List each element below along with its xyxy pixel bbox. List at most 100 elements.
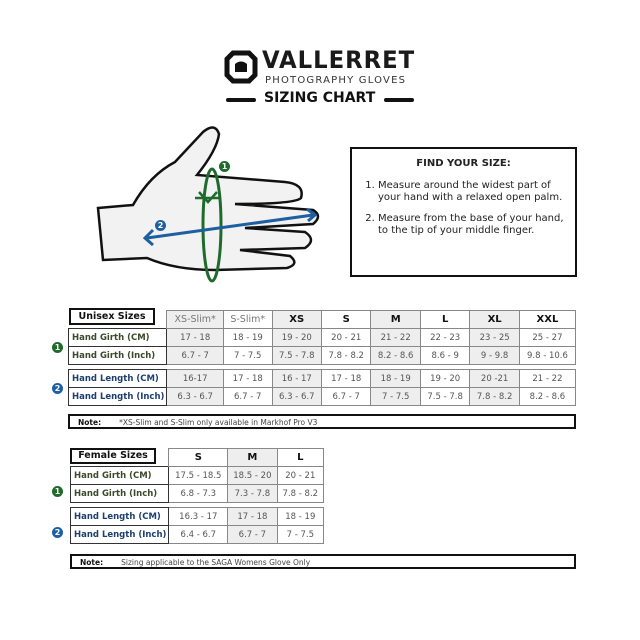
instructions-box: FIND YOUR SIZE: Measure around the wides… — [350, 147, 577, 277]
size-header: XS — [271, 310, 322, 329]
size-header: S — [320, 310, 372, 329]
length-badge: 2 — [52, 527, 63, 538]
size-header: M — [370, 310, 421, 329]
row-label: Hand Length (CM) — [69, 507, 170, 526]
row-label: Hand Length (Inch) — [67, 387, 168, 406]
size-cell: 21 - 22 — [370, 328, 421, 347]
girth-badge: 1 — [52, 486, 63, 497]
size-cell: 17 - 18 — [227, 507, 278, 526]
female-note: Note: Sizing applicable to the SAGA Women… — [70, 554, 576, 569]
size-cell: 18 - 19 — [276, 507, 325, 526]
size-cell: 7.5 - 7.8 — [271, 346, 322, 365]
length-badge: 2 — [155, 220, 166, 231]
size-cell: 7 - 7.5 — [370, 387, 421, 406]
size-cell: 6.3 - 6.7 — [166, 387, 224, 406]
size-cell: 17 - 18 — [166, 328, 224, 347]
size-cell: 22 - 23 — [419, 328, 471, 347]
size-cell: 7.5 - 7.8 — [419, 387, 471, 406]
size-cell: 20 - 21 — [276, 466, 325, 485]
size-cell: 6.3 - 6.7 — [271, 387, 322, 406]
size-cell: 18.5 - 20 — [227, 466, 278, 485]
size-cell: 16.3 - 17 — [168, 507, 229, 526]
note-label: Note: — [80, 558, 104, 567]
size-cell: 6.4 - 6.7 — [168, 525, 229, 544]
instruction-step: Measure around the widest part of your h… — [378, 180, 565, 204]
row-label: Hand Length (Inch) — [69, 525, 170, 544]
row-label: Hand Length (CM) — [67, 369, 168, 388]
brand-name: VALLERRET — [262, 46, 416, 74]
note-label: Note: — [78, 418, 102, 427]
size-cell: 21 - 22 — [518, 369, 577, 388]
size-cell: 17.5 - 18.5 — [168, 466, 229, 485]
girth-badge: 1 — [52, 342, 63, 353]
size-header: L — [276, 448, 325, 467]
size-cell: 7.3 - 7.8 — [227, 484, 278, 503]
note-text: Sizing applicable to the SAGA Womens Glo… — [121, 558, 311, 567]
row-label: Hand Girth (Inch) — [69, 484, 170, 503]
size-cell: 18 - 19 — [222, 328, 273, 347]
size-cell: 7.8 - 8.2 — [469, 387, 520, 406]
size-cell: 16-17 — [166, 369, 224, 388]
instructions-heading: FIND YOUR SIZE: — [416, 158, 511, 169]
note-text: *XS-Slim and S-Slim only available in Ma… — [119, 418, 318, 427]
size-cell: 8.2 - 8.6 — [370, 346, 421, 365]
hand-diagram — [96, 126, 320, 283]
size-cell: 23 - 25 — [469, 328, 520, 347]
size-header: S — [168, 448, 229, 467]
size-header: XXL — [518, 310, 577, 329]
size-header: S-Slim* — [222, 310, 273, 329]
size-cell: 6.7 - 7 — [222, 387, 273, 406]
size-cell: 6.8 - 7.3 — [168, 484, 229, 503]
unisex-size-table: XS-Slim* S-Slim* XS S M L XL XXL Hand Gi… — [67, 310, 577, 406]
row-label: Hand Girth (CM) — [69, 466, 170, 485]
size-cell: 18 - 19 — [370, 369, 421, 388]
size-header: M — [227, 448, 278, 467]
size-cell: 20 - 21 — [320, 328, 372, 347]
size-header: XL — [469, 310, 520, 329]
girth-badge: 1 — [219, 161, 230, 172]
size-cell: 20 -21 — [469, 369, 520, 388]
size-cell: 9 - 9.8 — [469, 346, 520, 365]
size-cell: 8.6 - 9 — [419, 346, 471, 365]
brand-tagline: PHOTOGRAPHY GLOVES — [265, 75, 407, 86]
size-cell: 8.2 - 8.6 — [518, 387, 577, 406]
size-header: XS-Slim* — [166, 310, 224, 329]
size-cell: 17 - 18 — [222, 369, 273, 388]
size-cell: 16 - 17 — [271, 369, 322, 388]
length-measure-icon — [146, 213, 314, 240]
female-table-title: Female Sizes — [70, 448, 156, 464]
divider — [384, 98, 414, 102]
unisex-table-title: Unisex Sizes — [69, 308, 155, 325]
instruction-step: Measure from the base of your hand, to t… — [378, 213, 565, 237]
row-label: Hand Girth (Inch) — [67, 346, 168, 365]
unisex-note: Note: *XS-Slim and S-Slim only available … — [68, 414, 576, 429]
size-cell: 6.7 - 7 — [166, 346, 224, 365]
vallerret-logo-icon — [224, 50, 258, 84]
length-badge: 2 — [52, 383, 63, 394]
divider — [226, 98, 256, 102]
size-cell: 19 - 20 — [419, 369, 471, 388]
size-cell: 19 - 20 — [271, 328, 322, 347]
size-cell: 7 - 7.5 — [222, 346, 273, 365]
row-label: Hand Girth (CM) — [67, 328, 168, 347]
size-cell: 25 - 27 — [518, 328, 577, 347]
size-cell: 7.8 - 8.2 — [276, 484, 325, 503]
size-cell: 6.7 - 7 — [320, 387, 372, 406]
page-title: SIZING CHART — [264, 90, 376, 106]
size-header: L — [419, 310, 471, 329]
girth-measure-icon — [201, 167, 223, 283]
table-header-row: S M L — [71, 448, 325, 467]
size-cell: 7.8 - 8.2 — [320, 346, 372, 365]
size-cell: 6.7 - 7 — [227, 525, 278, 544]
size-cell: 9.8 - 10.6 — [518, 346, 577, 365]
size-cell: 7 - 7.5 — [276, 525, 325, 544]
